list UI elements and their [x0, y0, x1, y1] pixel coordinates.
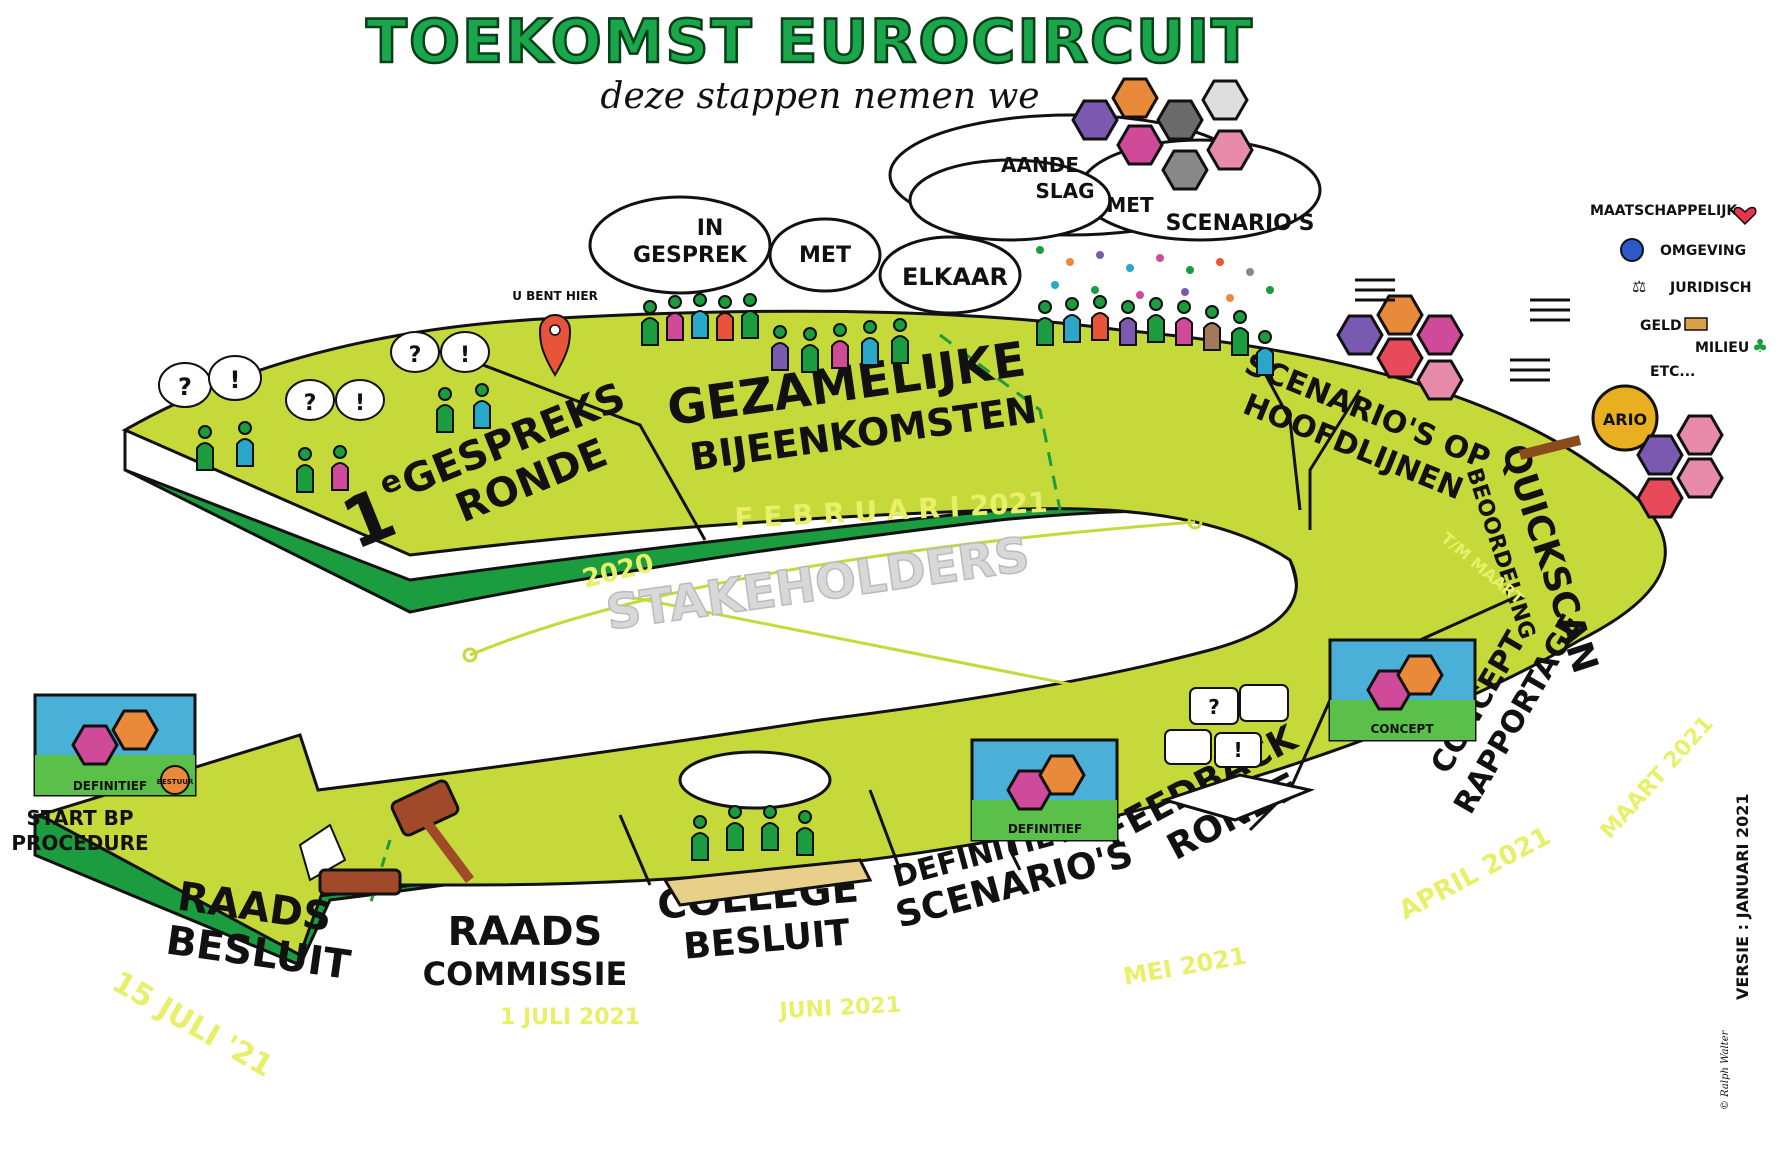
bubble-word-met: MET	[799, 243, 851, 268]
heart-icon	[1733, 206, 1757, 226]
scales-icon: ⚖	[1632, 277, 1646, 296]
tree-icon: ♣	[1752, 336, 1768, 357]
date-15-juli-21: 15 JULI '21	[106, 965, 279, 1085]
gavel-icon	[298, 779, 474, 896]
criterion-milieu: MILIEU	[1695, 340, 1749, 356]
definitief-report-book: DEFINITIEF	[970, 738, 1119, 842]
concept-report-book: CONCEPT	[1328, 638, 1477, 742]
page-subtitle: deze stappen nemen we	[600, 76, 1039, 117]
step-divider	[469, 358, 707, 541]
date-mei-2021: MEI 2021	[1121, 942, 1248, 991]
bubble-word-in: IN	[697, 216, 724, 241]
date-1-juli-2021: 1 JULI 2021	[500, 1005, 640, 1030]
step-divider	[939, 333, 1062, 511]
question-bubble: ?	[390, 331, 440, 373]
exclamation-mark: !	[1233, 738, 1242, 762]
question-mark: ?	[304, 391, 317, 416]
conversation-bubbles: IN GESPREK MET ELKAAR	[588, 195, 1022, 315]
step-divider	[868, 789, 902, 871]
scenario-hexagons	[1336, 278, 1570, 401]
step-divider	[618, 814, 652, 886]
start-report-book: DEFINITIEF BESTUUR	[33, 693, 197, 797]
criterion-juridisch: JURIDISCH	[1669, 280, 1751, 296]
step-raads-commissie: RAADS COMMISSIE	[423, 909, 628, 993]
you-are-here-marker: U BENT HIER	[512, 289, 598, 377]
exclamation-mark: !	[460, 343, 470, 368]
text-lines-icon	[1355, 278, 1570, 382]
open-book-icon	[1159, 773, 1316, 822]
criterion-geld: GELD	[1640, 318, 1682, 334]
desk-icon	[662, 858, 873, 907]
exclamation-bubble: !	[440, 331, 490, 373]
people-group-gespreksronde: ? ! ? ! ? !	[158, 331, 491, 493]
date-maart-2021: MAART 2021	[1596, 712, 1719, 845]
cloud-word-aande: AANDE	[1001, 153, 1079, 177]
magnifier-icon: ARIO	[1518, 384, 1724, 519]
criterion-etc: ETC...	[1650, 364, 1695, 380]
bubble-word-elkaar: ELKAAR	[902, 263, 1008, 291]
feedback-bubbles: ? !	[1159, 684, 1316, 822]
cloud-word-met: MET	[1106, 193, 1154, 217]
step-divider	[1253, 354, 1302, 511]
start-bp-line2: PROCEDURE	[11, 831, 148, 855]
you-are-here-label: U BENT HIER	[512, 289, 598, 303]
location-pin-icon	[538, 314, 572, 377]
date-april-2021: APRIL 2021	[1394, 821, 1555, 926]
version-note: VERSIE : JANUARI 2021	[1733, 793, 1752, 1000]
start-bp-line1: START BP	[27, 806, 134, 830]
question-mark: ?	[409, 343, 422, 368]
rain-drops	[1036, 246, 1274, 302]
seal-icon	[160, 765, 190, 795]
page-header: TOEKOMST EUROCIRCUIT deze stappen nemen …	[365, 6, 1254, 117]
magnifier-label: ARIO	[1603, 410, 1647, 429]
exclamation-mark: !	[230, 366, 241, 394]
money-icon	[1684, 317, 1708, 331]
scenario-cloud: AANDE SLAG MET SCENARIO'S	[888, 77, 1322, 242]
exclamation-bubble: !	[208, 355, 262, 401]
exclamation-bubble: !	[335, 379, 385, 421]
question-mark: ?	[178, 373, 192, 401]
book-label-definitief: DEFINITIEF	[73, 779, 147, 793]
criterion-maatschappelijk: MAATSCHAPPELIJK	[1590, 203, 1738, 219]
college-meeting	[662, 750, 873, 907]
cloud-word-slag: SLAG	[1035, 179, 1094, 203]
cloud-word-scenarios: SCENARIO'S	[1166, 211, 1315, 236]
question-bubble: ?	[158, 362, 212, 408]
globe-icon	[1620, 238, 1644, 262]
step-divider	[1308, 389, 1362, 530]
criteria-list: MAATSCHAPPELIJK OMGEVING ⚖ JURIDISCH GEL…	[1590, 203, 1768, 380]
start-bp-procedure: START BP PROCEDURE	[11, 806, 148, 855]
criterion-omgeving: OMGEVING	[1660, 243, 1746, 259]
book-label-definitief: DEFINITIEF	[1008, 822, 1082, 836]
page-title: TOEKOMST EUROCIRCUIT	[366, 7, 1254, 77]
date-juni-2021: JUNI 2021	[777, 993, 902, 1024]
book-label-concept: CONCEPT	[1370, 722, 1434, 736]
artist-credit: © Ralph Walter	[1720, 1029, 1731, 1110]
exclamation-mark: !	[355, 391, 365, 416]
bubble-word-gesprek: GESPREK	[633, 243, 748, 268]
question-bubble: ?	[285, 379, 335, 421]
step-title-line2: COMMISSIE	[423, 955, 628, 993]
seal-label: BESTUUR	[157, 778, 194, 786]
question-mark: ?	[1208, 695, 1220, 719]
step-title-line1: RAADS	[448, 909, 603, 955]
